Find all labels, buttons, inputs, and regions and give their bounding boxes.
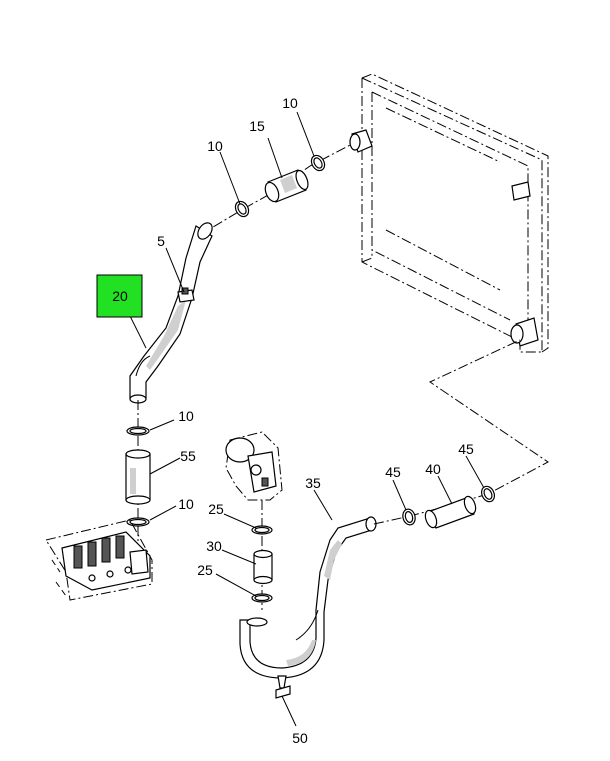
coupler-55	[125, 449, 151, 505]
clamp-10-lower	[126, 517, 150, 527]
centerline-upper	[197, 143, 353, 237]
lower-hose-35	[239, 516, 377, 679]
callout-10-upper-right: 10	[282, 95, 298, 111]
radiator	[349, 73, 549, 353]
callout-25-lower: 25	[197, 562, 213, 578]
callout-10-lower: 10	[178, 496, 194, 512]
coupler-30	[253, 549, 273, 585]
callout-45-right: 45	[458, 441, 474, 457]
thermostat-housing	[45, 519, 153, 601]
callout-15: 15	[249, 118, 265, 134]
callout-25-upper: 25	[208, 501, 224, 517]
water-pump	[225, 431, 283, 501]
clamp-5	[177, 287, 195, 303]
coupler-15	[264, 169, 309, 203]
callout-5: 5	[157, 233, 165, 249]
leader-lines	[127, 111, 485, 727]
callout-10-mid: 10	[178, 408, 194, 424]
callout-30: 30	[206, 538, 222, 554]
clamp-45-left	[402, 508, 416, 526]
clamp-25-lower	[251, 593, 273, 603]
highlight-box-20	[96, 274, 143, 318]
callout-35: 35	[305, 475, 321, 491]
callout-10-upper-left: 10	[207, 138, 223, 154]
clamp-10-mid	[126, 426, 150, 436]
callout-50: 50	[292, 730, 308, 746]
callout-55: 55	[180, 448, 196, 464]
clamp-45-right	[480, 485, 496, 503]
clamp-10-upper-left	[234, 200, 250, 218]
hose-40	[424, 495, 477, 529]
clamp-25-upper	[251, 525, 273, 535]
callout-40: 40	[425, 461, 441, 477]
drain-fitting-50	[275, 675, 291, 699]
callout-20: 20	[112, 288, 128, 304]
clamp-10-upper-right	[310, 154, 326, 172]
upper-hose-20	[129, 222, 213, 404]
callout-45-left: 45	[385, 464, 401, 480]
